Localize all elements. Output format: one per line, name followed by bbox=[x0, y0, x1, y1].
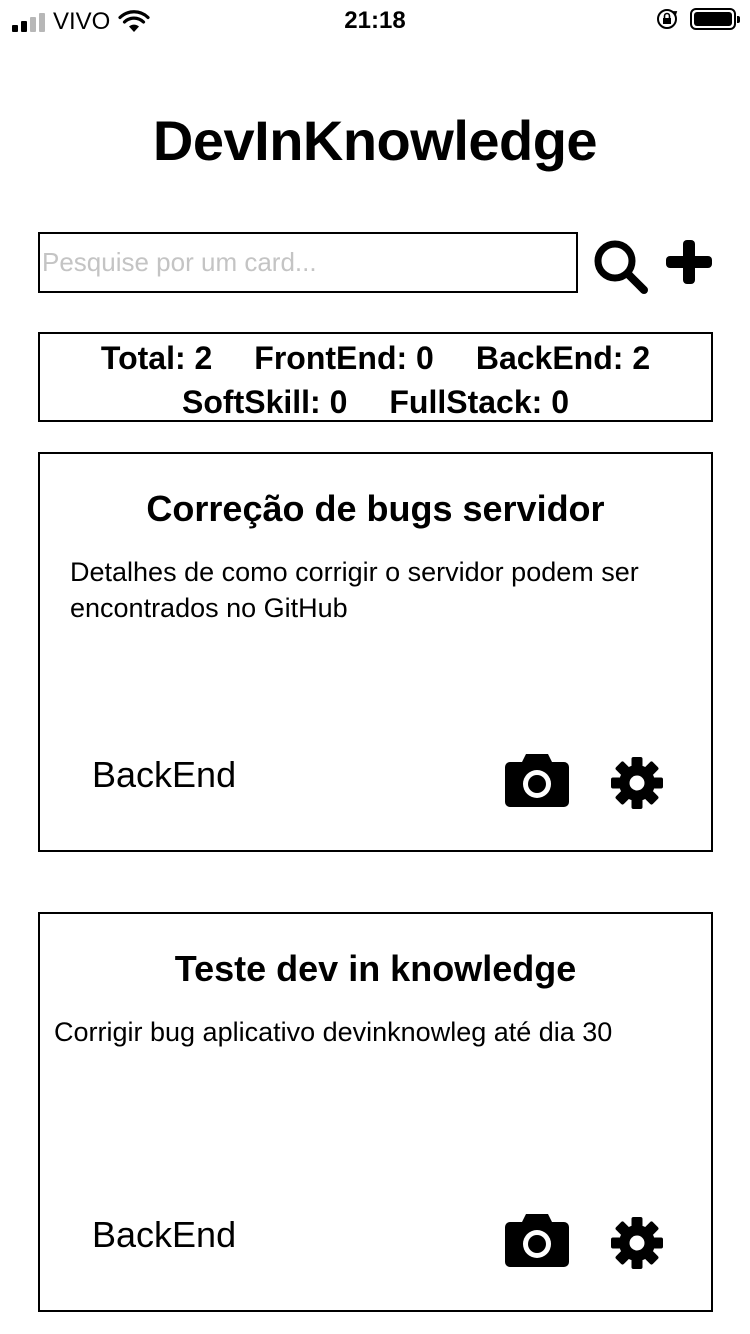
status-left: VIVO bbox=[12, 8, 150, 36]
card-category: BackEnd bbox=[92, 754, 237, 795]
gear-icon bbox=[611, 757, 663, 809]
knowledge-card[interactable]: Correção de bugs servidor Detalhes de co… bbox=[38, 452, 713, 852]
search-button[interactable] bbox=[592, 238, 650, 296]
rotation-lock-icon bbox=[657, 9, 678, 29]
card-title: Teste dev in knowledge bbox=[174, 948, 577, 989]
plus-icon bbox=[666, 240, 712, 284]
wifi-icon bbox=[118, 10, 150, 32]
camera-button[interactable] bbox=[504, 1210, 570, 1268]
settings-button[interactable] bbox=[610, 756, 664, 810]
status-bar: VIVO 21:18 bbox=[0, 0, 750, 40]
card-description: Detalhes de como corrigir o servidor pod… bbox=[70, 557, 639, 623]
knowledge-card[interactable]: Teste dev in knowledge Corrigir bug apli… bbox=[38, 912, 713, 1312]
search-input[interactable] bbox=[38, 232, 578, 293]
camera-button[interactable] bbox=[504, 750, 570, 808]
stat-fullstack: FullStack: 0 bbox=[389, 384, 569, 420]
carrier-label: VIVO bbox=[53, 8, 111, 35]
stat-total: Total: 2 bbox=[100, 340, 213, 376]
card-category: BackEnd bbox=[92, 1214, 237, 1255]
stats-row-1: Total: 2 FrontEnd: 0 BackEnd: 2 bbox=[40, 336, 711, 380]
app-title: DevInKnowledge bbox=[152, 109, 598, 172]
camera-icon bbox=[505, 754, 569, 807]
gear-icon bbox=[611, 1217, 663, 1269]
add-card-button[interactable] bbox=[664, 238, 714, 286]
settings-button[interactable] bbox=[610, 1216, 664, 1270]
category-stats: Total: 2 FrontEnd: 0 BackEnd: 2 SoftSkil… bbox=[38, 332, 713, 422]
card-description: Corrigir bug aplicativo devinknowleg até… bbox=[54, 1017, 613, 1047]
stats-row-2: SoftSkill: 0 FullStack: 0 bbox=[40, 380, 711, 424]
camera-icon bbox=[505, 1214, 569, 1267]
stat-backend: BackEnd: 2 bbox=[475, 340, 651, 376]
card-title: Correção de bugs servidor bbox=[146, 488, 605, 529]
battery-icon bbox=[690, 8, 740, 30]
status-time: 21:18 bbox=[344, 7, 406, 34]
search-icon bbox=[594, 240, 648, 294]
stat-softskill: SoftSkill: 0 bbox=[182, 384, 348, 420]
status-right bbox=[656, 8, 740, 30]
signal-icon bbox=[12, 12, 45, 32]
stat-frontend: FrontEnd: 0 bbox=[254, 340, 434, 376]
